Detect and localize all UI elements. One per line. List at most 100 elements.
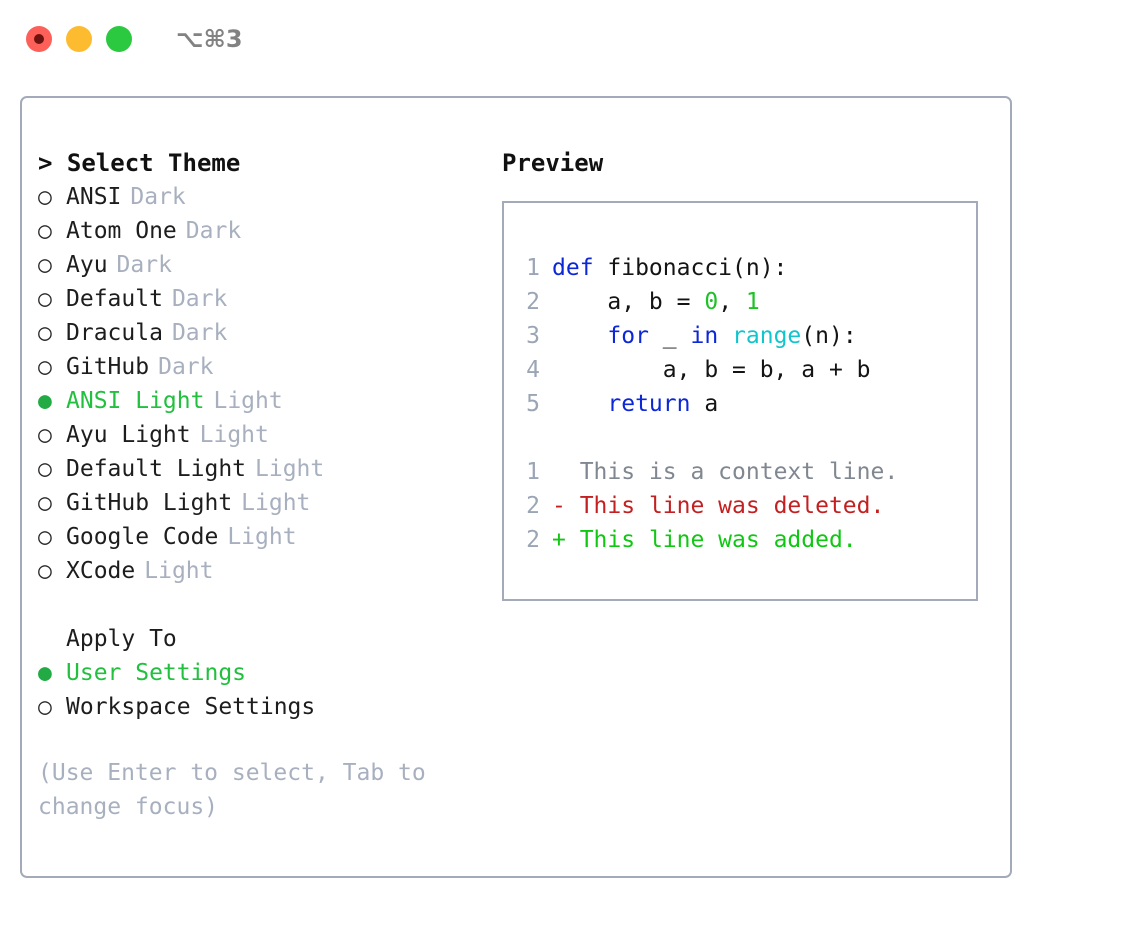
minimize-button[interactable] [66,26,92,52]
theme-option-dracula[interactable]: ○ Dracula Dark [38,316,478,350]
close-button[interactable] [26,26,52,52]
theme-option-label: ANSI Light [66,388,205,414]
diff-prefix: - [552,493,580,519]
theme-option-github[interactable]: ○ GitHub Dark [38,350,478,384]
line-number: 2 [526,493,540,519]
apply-to-option-label: Workspace Settings [66,694,316,720]
radio-unselected-icon: ○ [38,286,52,312]
theme-option-github-light[interactable]: ○ GitHub Light Light [38,486,478,520]
code-token-kw: def [552,255,594,281]
code-token-plain: a, b = b, a + b [552,357,871,383]
code-token-plain [552,391,607,417]
theme-category-label: Light [144,558,214,584]
radio-unselected-icon: ○ [38,422,52,448]
theme-option-label: XCode [66,558,136,584]
code-token-kw: in [690,323,719,349]
radio-unselected-icon: ○ [38,354,52,380]
code-token-fn: range [732,323,802,349]
radio-unselected-icon: ○ [38,490,52,516]
select-theme-heading: > Select Theme [38,149,241,177]
code-line: 5 return a [518,387,898,421]
theme-category-label: Dark [158,354,214,380]
radio-selected-icon: ● [38,660,52,686]
theme-category-label: Dark [185,218,242,244]
line-number: 4 [526,357,540,383]
title-bar: ⌥⌘3 [0,0,1140,78]
theme-category-label: Light [199,422,269,448]
theme-category-label: Dark [171,320,228,346]
code-token-plain: , [718,289,746,315]
theme-option-label: GitHub Light [66,490,233,516]
preview-heading: Preview [502,149,604,177]
code-line: 4 a, b = b, a + b [518,353,898,387]
theme-category-label: Dark [171,286,228,312]
code-token-plain: a, b = [552,289,705,315]
code-line: 3 for _ in range(n): [518,319,898,353]
theme-category-label: Light [227,524,297,550]
theme-option-label: Atom One [66,218,177,244]
radio-selected-icon: ● [38,388,52,414]
code-token-plain: a [690,391,719,417]
radio-unselected-icon: ○ [38,694,52,720]
code-token-plain: fibonacci(n): [593,255,788,281]
radio-unselected-icon: ○ [38,558,52,584]
theme-option-xcode[interactable]: ○ XCode Light [38,554,478,588]
line-number: 3 [526,323,540,349]
theme-option-label: GitHub [66,354,150,380]
traffic-light-buttons [26,26,132,52]
keyboard-shortcut-label: ⌥⌘3 [176,25,243,53]
theme-option-label: Google Code [66,524,219,550]
theme-option-label: Dracula [66,320,163,346]
theme-option-label: Default [66,286,163,312]
theme-option-ayu[interactable]: ○ Ayu Dark [38,248,478,282]
apply-to-option-list: ● User Settings ○ Workspace Settings [38,656,478,724]
theme-option-label: Ayu [66,252,108,278]
code-token-plain: _ [648,323,691,349]
theme-option-ansi-light[interactable]: ● ANSI Light Light [38,384,478,418]
theme-option-label: Default Light [66,456,247,482]
diff-text: This line was deleted. [579,493,885,519]
theme-category-label: Light [241,490,311,516]
code-token-plain [718,323,732,349]
radio-unselected-icon: ○ [38,252,52,278]
theme-category-label: Dark [116,252,172,278]
theme-category-label: Light [255,456,325,482]
keyboard-hint-text: (Use Enter to select, Tab to change focu… [38,760,426,820]
diff-line-add: 2+ This line was added. [518,523,898,557]
radio-unselected-icon: ○ [38,320,52,346]
apply-to-option-label: User Settings [66,660,247,686]
line-number: 2 [526,289,540,315]
theme-option-default[interactable]: ○ Default Dark [38,282,478,316]
apply-to-heading: Apply To [66,626,177,652]
diff-line-ctx: 1 This is a context line. [518,455,898,489]
theme-option-ayu-light[interactable]: ○ Ayu Light Light [38,418,478,452]
diff-prefix: + [552,527,580,553]
apply-to-option-workspace-settings[interactable]: ○ Workspace Settings [38,690,478,724]
line-number: 2 [526,527,540,553]
theme-option-default-light[interactable]: ○ Default Light Light [38,452,478,486]
code-blank-line [518,421,898,455]
line-number: 1 [526,255,540,281]
code-token-num: 1 [745,289,760,315]
zoom-button[interactable] [106,26,132,52]
code-token-kw: return [607,391,691,417]
theme-category-label: Light [213,388,283,414]
line-number: 5 [526,391,540,417]
apply-to-option-user-settings[interactable]: ● User Settings [38,656,478,690]
diff-text: This is a context line. [579,459,899,485]
theme-option-label: Ayu Light [66,422,191,448]
section-spacer [38,588,478,622]
code-line: 1 def fibonacci(n): [518,251,898,285]
radio-unselected-icon: ○ [38,456,52,482]
line-number: 1 [526,459,540,485]
